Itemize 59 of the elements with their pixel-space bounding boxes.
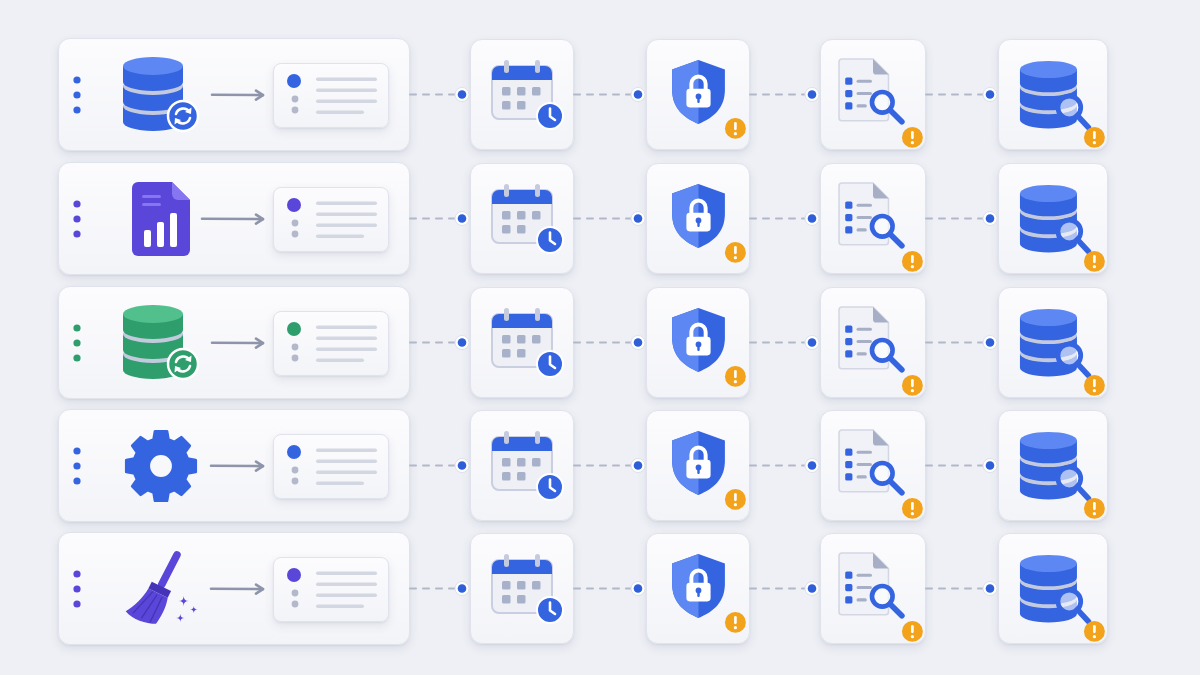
arrow bbox=[200, 213, 265, 225]
list-card bbox=[273, 557, 389, 622]
database-sync-icon bbox=[122, 56, 200, 133]
dashed-connector bbox=[749, 581, 820, 596]
dashed-connector bbox=[925, 458, 998, 473]
dashed-connector bbox=[409, 211, 470, 226]
shield-tile bbox=[646, 533, 750, 644]
arrow bbox=[209, 460, 265, 472]
shield-tile bbox=[646, 287, 750, 398]
list-card bbox=[273, 311, 389, 376]
database-tile bbox=[998, 163, 1108, 274]
row-card bbox=[58, 409, 410, 522]
dashed-connector bbox=[925, 211, 998, 226]
dashed-connector bbox=[573, 581, 646, 596]
arrow bbox=[210, 89, 265, 101]
database-tile bbox=[998, 410, 1108, 521]
document-tile bbox=[820, 163, 926, 274]
shield-tile bbox=[646, 410, 750, 521]
document-tile bbox=[820, 410, 926, 521]
list-card bbox=[273, 434, 389, 499]
row-card bbox=[58, 162, 410, 275]
dashed-connector bbox=[409, 335, 470, 350]
row-card bbox=[58, 532, 410, 645]
dashed-connector bbox=[749, 211, 820, 226]
calendar-tile bbox=[470, 163, 574, 274]
dashed-connector bbox=[573, 211, 646, 226]
list-card bbox=[273, 187, 389, 252]
dashed-connector bbox=[409, 87, 470, 102]
calendar-tile bbox=[470, 410, 574, 521]
calendar-tile bbox=[470, 39, 574, 150]
shield-tile bbox=[646, 39, 750, 150]
arrow bbox=[209, 583, 265, 595]
row-card bbox=[58, 286, 410, 399]
dashed-connector bbox=[925, 335, 998, 350]
row-card bbox=[58, 38, 410, 151]
dashed-connector bbox=[409, 458, 470, 473]
gear-icon bbox=[123, 427, 199, 504]
calendar-tile bbox=[470, 287, 574, 398]
dashed-connector bbox=[749, 87, 820, 102]
dashed-connector bbox=[409, 581, 470, 596]
document-tile bbox=[820, 533, 926, 644]
dashed-connector bbox=[749, 458, 820, 473]
shield-tile bbox=[646, 163, 750, 274]
document-tile bbox=[820, 287, 926, 398]
calendar-tile bbox=[470, 533, 574, 644]
list-card bbox=[273, 63, 389, 128]
database-sync-icon bbox=[122, 304, 200, 381]
document-tile bbox=[820, 39, 926, 150]
dashed-connector bbox=[925, 87, 998, 102]
database-tile bbox=[998, 533, 1108, 644]
dashed-connector bbox=[573, 87, 646, 102]
dashed-connector bbox=[749, 335, 820, 350]
dashed-connector bbox=[573, 335, 646, 350]
database-tile bbox=[998, 39, 1108, 150]
database-tile bbox=[998, 287, 1108, 398]
chart-file-icon bbox=[132, 181, 190, 256]
dashed-connector bbox=[925, 581, 998, 596]
arrow bbox=[210, 337, 265, 349]
dashed-connector bbox=[573, 458, 646, 473]
